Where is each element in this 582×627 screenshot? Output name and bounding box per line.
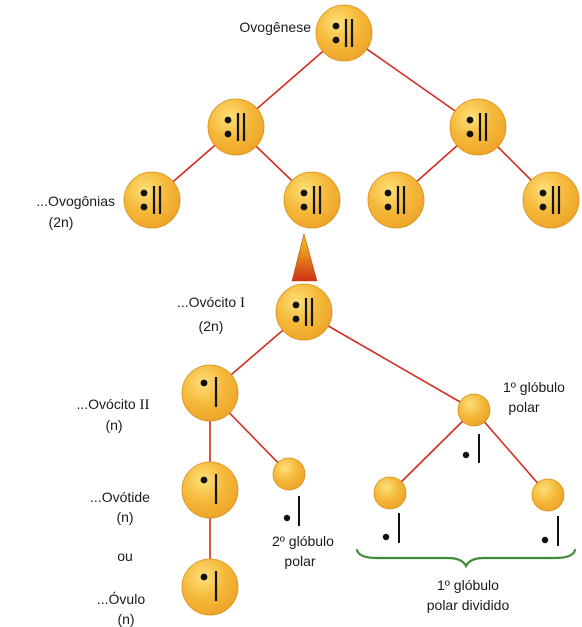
label-first-polar-2: polar bbox=[508, 399, 539, 415]
cell-ovocito-1 bbox=[275, 283, 333, 341]
cell-ovogonia-4 bbox=[522, 171, 580, 229]
label-first-divided: 1º glóbulo bbox=[437, 577, 499, 593]
cell-ovogonia-2 bbox=[283, 171, 341, 229]
cell-ovogonia-left bbox=[207, 98, 265, 156]
label-ovogonias-ploidy: (2n) bbox=[49, 214, 74, 230]
cell-ovogonia-1 bbox=[123, 171, 181, 229]
polar-body-second bbox=[272, 457, 306, 526]
label-ovocito-2: ...Ovócito II bbox=[76, 396, 149, 413]
connector-line bbox=[389, 409, 475, 494]
label-ovulo: ...Óvulo bbox=[97, 591, 145, 607]
connector-line bbox=[303, 311, 475, 411]
label-first-divided-2: polar dividido bbox=[427, 597, 510, 613]
polar-body-divided-left bbox=[373, 476, 407, 543]
label-ou: ou bbox=[117, 548, 133, 564]
cell-ovocito-2 bbox=[181, 364, 239, 422]
cell-ovogenese-root bbox=[315, 4, 373, 62]
polar-body-divided-right bbox=[531, 478, 565, 546]
label-second-polar: 2º glóbulo bbox=[272, 533, 334, 549]
label-ovogonias: ...Ovogônias bbox=[36, 193, 115, 209]
cell-ovogonia-right bbox=[449, 98, 507, 156]
cell-ovotide bbox=[181, 461, 239, 519]
cell-ovogonia-3 bbox=[367, 171, 425, 229]
divided-polar-brace bbox=[355, 548, 577, 569]
label-second-polar-2: polar bbox=[284, 553, 315, 569]
cell-ovulo bbox=[181, 558, 239, 616]
label-ovocito-1-ploidy: (2n) bbox=[199, 318, 224, 334]
label-ovocito-2-ploidy: (n) bbox=[105, 417, 122, 433]
diagram-title: Ovogênese bbox=[239, 19, 311, 35]
label-ovotide-ploidy: (n) bbox=[116, 509, 133, 525]
label-first-polar: 1º glóbulo bbox=[503, 379, 565, 395]
label-ovocito-1: ...Ovócito I bbox=[177, 294, 245, 311]
connector-line bbox=[473, 409, 549, 496]
label-ovulo-ploidy: (n) bbox=[117, 611, 134, 627]
development-arrow-icon bbox=[291, 232, 318, 282]
polar-body-first bbox=[457, 393, 491, 463]
label-ovotide: ...Ovótide bbox=[90, 489, 150, 505]
